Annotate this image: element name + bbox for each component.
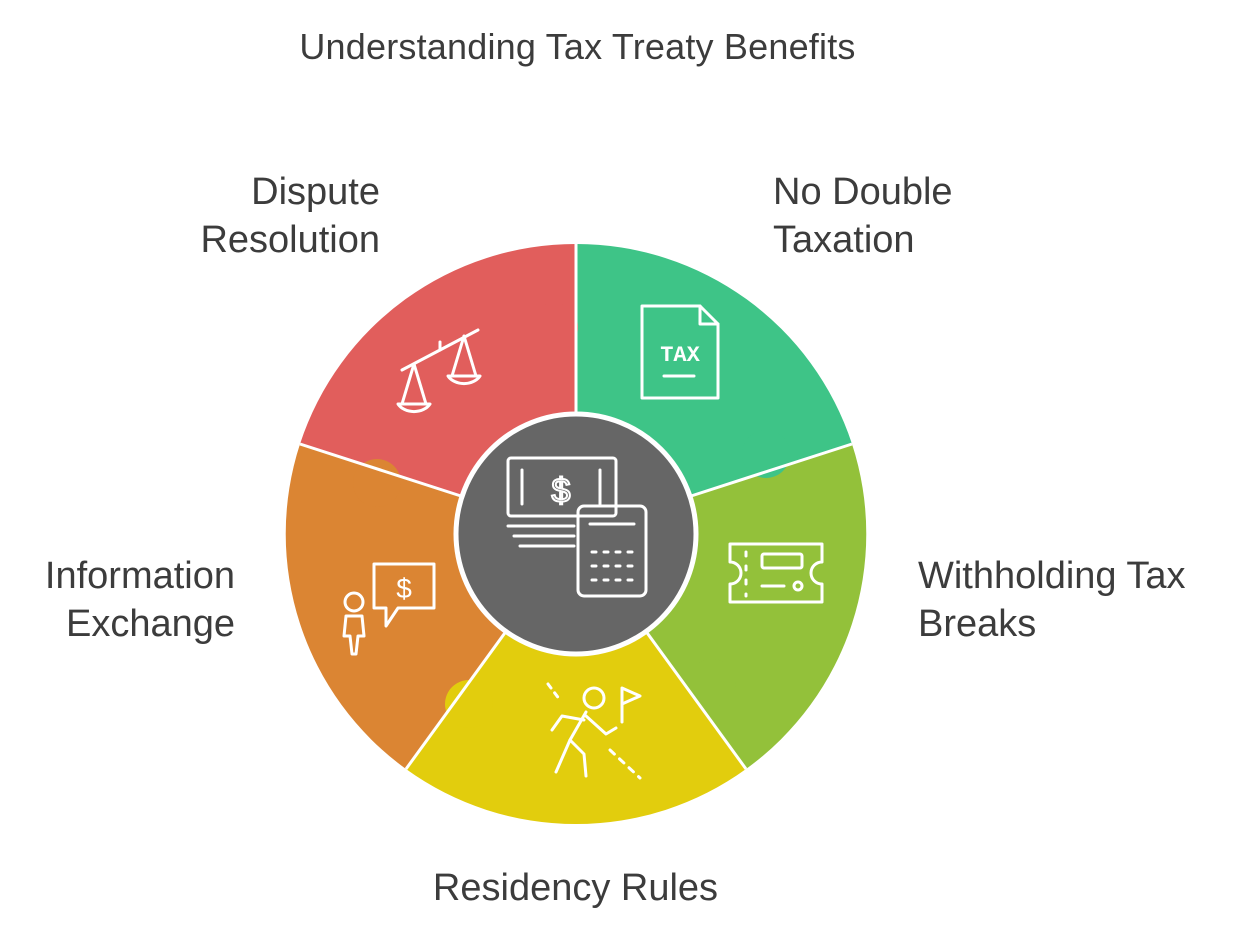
label-information-exchange: Information Exchange bbox=[45, 552, 235, 648]
label-line: Taxation bbox=[773, 219, 915, 261]
puzzle-knob bbox=[445, 680, 493, 728]
person-speech-dollar-icon bbox=[342, 562, 436, 656]
puzzle-knob bbox=[742, 430, 790, 478]
speech-dollar-sign: $ bbox=[396, 573, 412, 604]
label-line: Resolution bbox=[200, 219, 380, 261]
diagram-title: Understanding Tax Treaty Benefits bbox=[299, 26, 856, 67]
money-calculator-icon bbox=[506, 456, 648, 598]
label-line: No Double bbox=[773, 171, 953, 213]
puzzle-knob bbox=[530, 303, 578, 351]
label-line: Residency Rules bbox=[432, 867, 719, 909]
label-dispute-resolution: Dispute Resolution bbox=[200, 168, 380, 264]
label-line: Exchange bbox=[65, 603, 235, 645]
label-line: Dispute bbox=[251, 171, 380, 213]
label-withholding-tax-breaks: Withholding Tax Breaks bbox=[918, 552, 1186, 648]
label-line: Withholding Tax bbox=[918, 555, 1186, 597]
label-line: Breaks bbox=[918, 603, 1037, 645]
center-hub bbox=[453, 411, 699, 657]
tax-text: TAX bbox=[660, 343, 700, 368]
puzzle-knob bbox=[353, 459, 401, 507]
center-dollar-sign: $ bbox=[552, 472, 571, 510]
tax-document-icon bbox=[640, 304, 720, 400]
climber-flag-icon bbox=[546, 682, 642, 780]
label-line: Information bbox=[44, 555, 235, 597]
label-no-double-taxation: No Double Taxation bbox=[773, 168, 953, 264]
scales-icon bbox=[396, 328, 482, 414]
puzzle-knob bbox=[688, 659, 736, 707]
label-residency-rules: Residency Rules bbox=[0, 864, 1151, 912]
segment-separators bbox=[299, 244, 853, 770]
ticket-icon bbox=[728, 542, 824, 604]
